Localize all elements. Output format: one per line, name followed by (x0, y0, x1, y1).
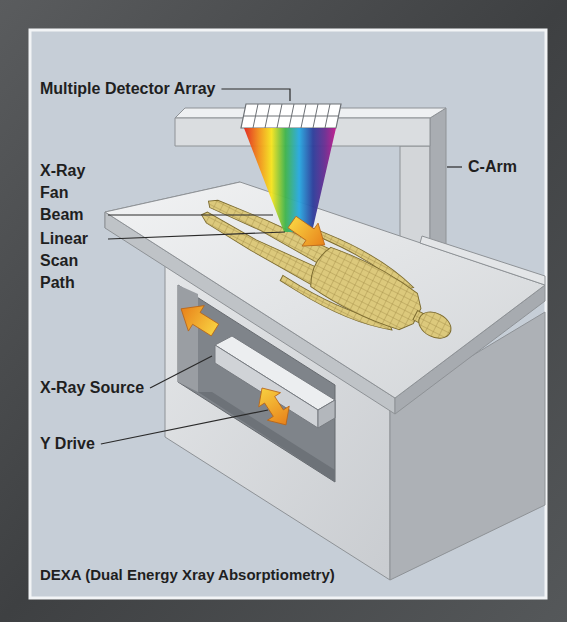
part-label: C-Arm (468, 156, 517, 178)
part-label: Y Drive (40, 433, 95, 455)
x-ray-source-front (215, 345, 318, 428)
part-label: X-Ray Fan Beam (40, 160, 102, 226)
patient-torso (304, 242, 428, 339)
x-ray-source-side (318, 400, 335, 428)
detector-array (241, 104, 341, 128)
table-top (105, 182, 545, 398)
part-label: X-Ray Source (40, 377, 144, 399)
panel-ground (30, 30, 546, 598)
part-label: Linear Scan Path (40, 228, 102, 294)
cutaway-side (178, 285, 198, 392)
figure-caption: DEXA (Dual Energy Xray Absorptiometry) (40, 566, 335, 584)
patient-head (414, 307, 455, 344)
detector-cells (244, 104, 339, 128)
scan-path-arrow (284, 211, 333, 257)
leader-line (150, 356, 212, 388)
leader-line (101, 410, 268, 444)
scan-arrow (173, 296, 223, 343)
leader-line (108, 214, 273, 215)
patient-figure (190, 178, 466, 363)
table-rail (420, 236, 545, 285)
leader-line (108, 232, 285, 239)
detector-housing (241, 104, 341, 128)
y-drive-arrow (251, 381, 297, 432)
part-label: Multiple Detector Array (40, 78, 215, 100)
leader-line (221, 89, 290, 101)
x-ray-fan-beam (244, 128, 336, 232)
leader-line (447, 166, 462, 167)
